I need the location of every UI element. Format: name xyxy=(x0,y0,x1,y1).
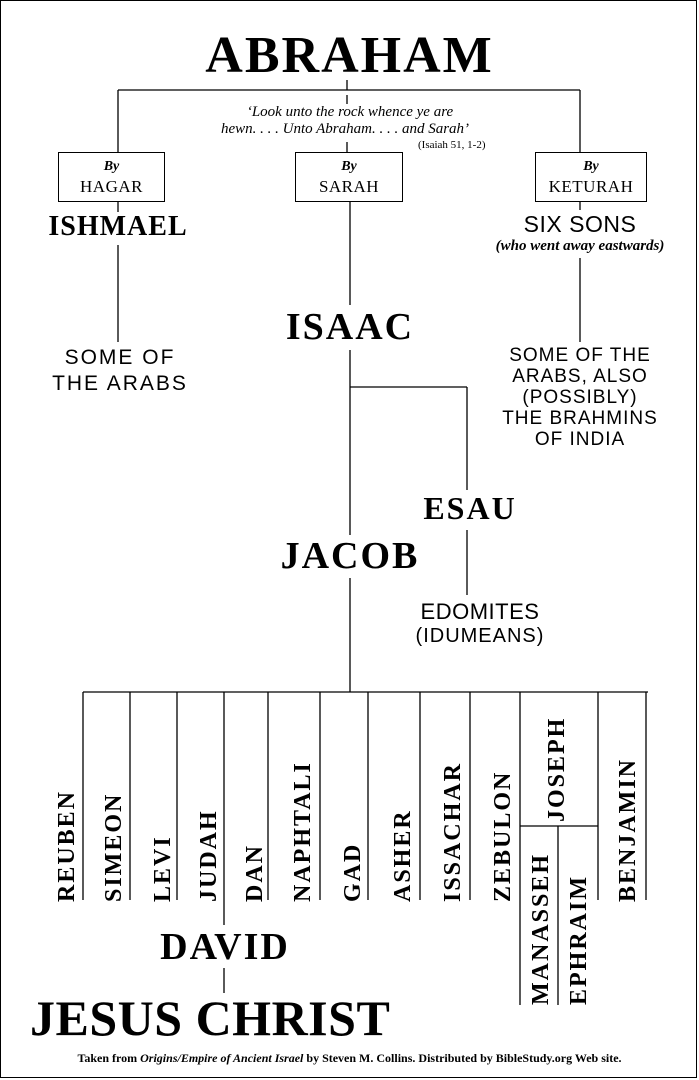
esau-label: ESAU xyxy=(423,490,517,526)
keturah-descendants-line-1: SOME OF THE xyxy=(509,345,651,366)
isaac-label: ISAAC xyxy=(285,306,415,348)
jesus-christ-label: JESUS CHRIST xyxy=(30,990,391,1046)
tribe-ephraim: EPHRAIM xyxy=(566,875,592,1005)
tribe-zebulon: ZEBULON xyxy=(490,770,516,902)
footer-book-title: Origins/Empire of Ancient Israel xyxy=(140,1051,304,1065)
footer-suffix: by Steven M. Collins. Distributed by Bib… xyxy=(303,1051,622,1065)
footer-prefix: Taken from xyxy=(77,1051,141,1065)
tribe-reuben: REUBEN xyxy=(54,789,80,902)
edomites-line-2: (IDUMEANS) xyxy=(415,625,545,647)
tribe-levi: LEVI xyxy=(150,835,176,902)
keturah-descendants-line-5: OF INDIA xyxy=(534,429,626,450)
footer-credit: Taken from Origins/Empire of Ancient Isr… xyxy=(0,1052,699,1064)
hagar-descendants-line-2: THE ARABS xyxy=(52,372,188,395)
keturah-name: KETURAH xyxy=(548,177,634,196)
tribe-benjamin: BENJAMIN xyxy=(615,757,641,902)
edomites-line-1: EDOMITES xyxy=(420,599,540,624)
tribe-joseph: JOSEPH xyxy=(544,716,570,822)
hagar-box: By HAGAR xyxy=(58,152,165,202)
ishmael-label: ISHMAEL xyxy=(48,211,188,242)
sarah-name: SARAH xyxy=(318,177,380,196)
sarah-by-label: By xyxy=(341,159,357,174)
tribe-manasseh: MANASSEH xyxy=(528,852,554,1005)
keturah-descendants-line-3: (POSSIBLY) xyxy=(522,387,638,408)
keturah-descendants-line-4: THE BRAHMINS xyxy=(502,408,658,429)
quote-reference: (Isaiah 51, 1-2) xyxy=(418,139,486,151)
chart-title: ABRAHAM xyxy=(205,27,494,84)
tribe-simeon: SIMEON xyxy=(101,792,127,902)
six-sons-note: (who went away eastwards) xyxy=(495,238,665,254)
keturah-descendants-line-2: ARABS, ALSO xyxy=(512,366,648,387)
tribe-gad: GAD xyxy=(340,842,366,902)
keturah-by-label: By xyxy=(583,159,599,174)
tribe-asher: ASHER xyxy=(390,809,416,902)
six-sons-label: SIX SONS xyxy=(523,211,637,237)
tribe-dan: DAN xyxy=(242,844,268,902)
keturah-box: By KETURAH xyxy=(535,152,647,202)
tribe-issachar: ISSACHAR xyxy=(440,761,466,902)
tribe-naphtali: NAPHTALI xyxy=(290,761,316,902)
hagar-name: HAGAR xyxy=(80,177,143,196)
sarah-box: By SARAH xyxy=(295,152,403,202)
hagar-by-label: By xyxy=(103,159,120,174)
david-label: DAVID xyxy=(160,926,290,968)
quote-line-1: ‘Look unto the rock whence ye are xyxy=(246,104,454,120)
quote-line-2: hewn. . . . Unto Abraham. . . . and Sara… xyxy=(220,121,470,137)
jacob-label: JACOB xyxy=(280,535,420,577)
hagar-descendants-line-1: SOME OF xyxy=(64,346,176,369)
tribe-judah: JUDAH xyxy=(196,809,222,902)
